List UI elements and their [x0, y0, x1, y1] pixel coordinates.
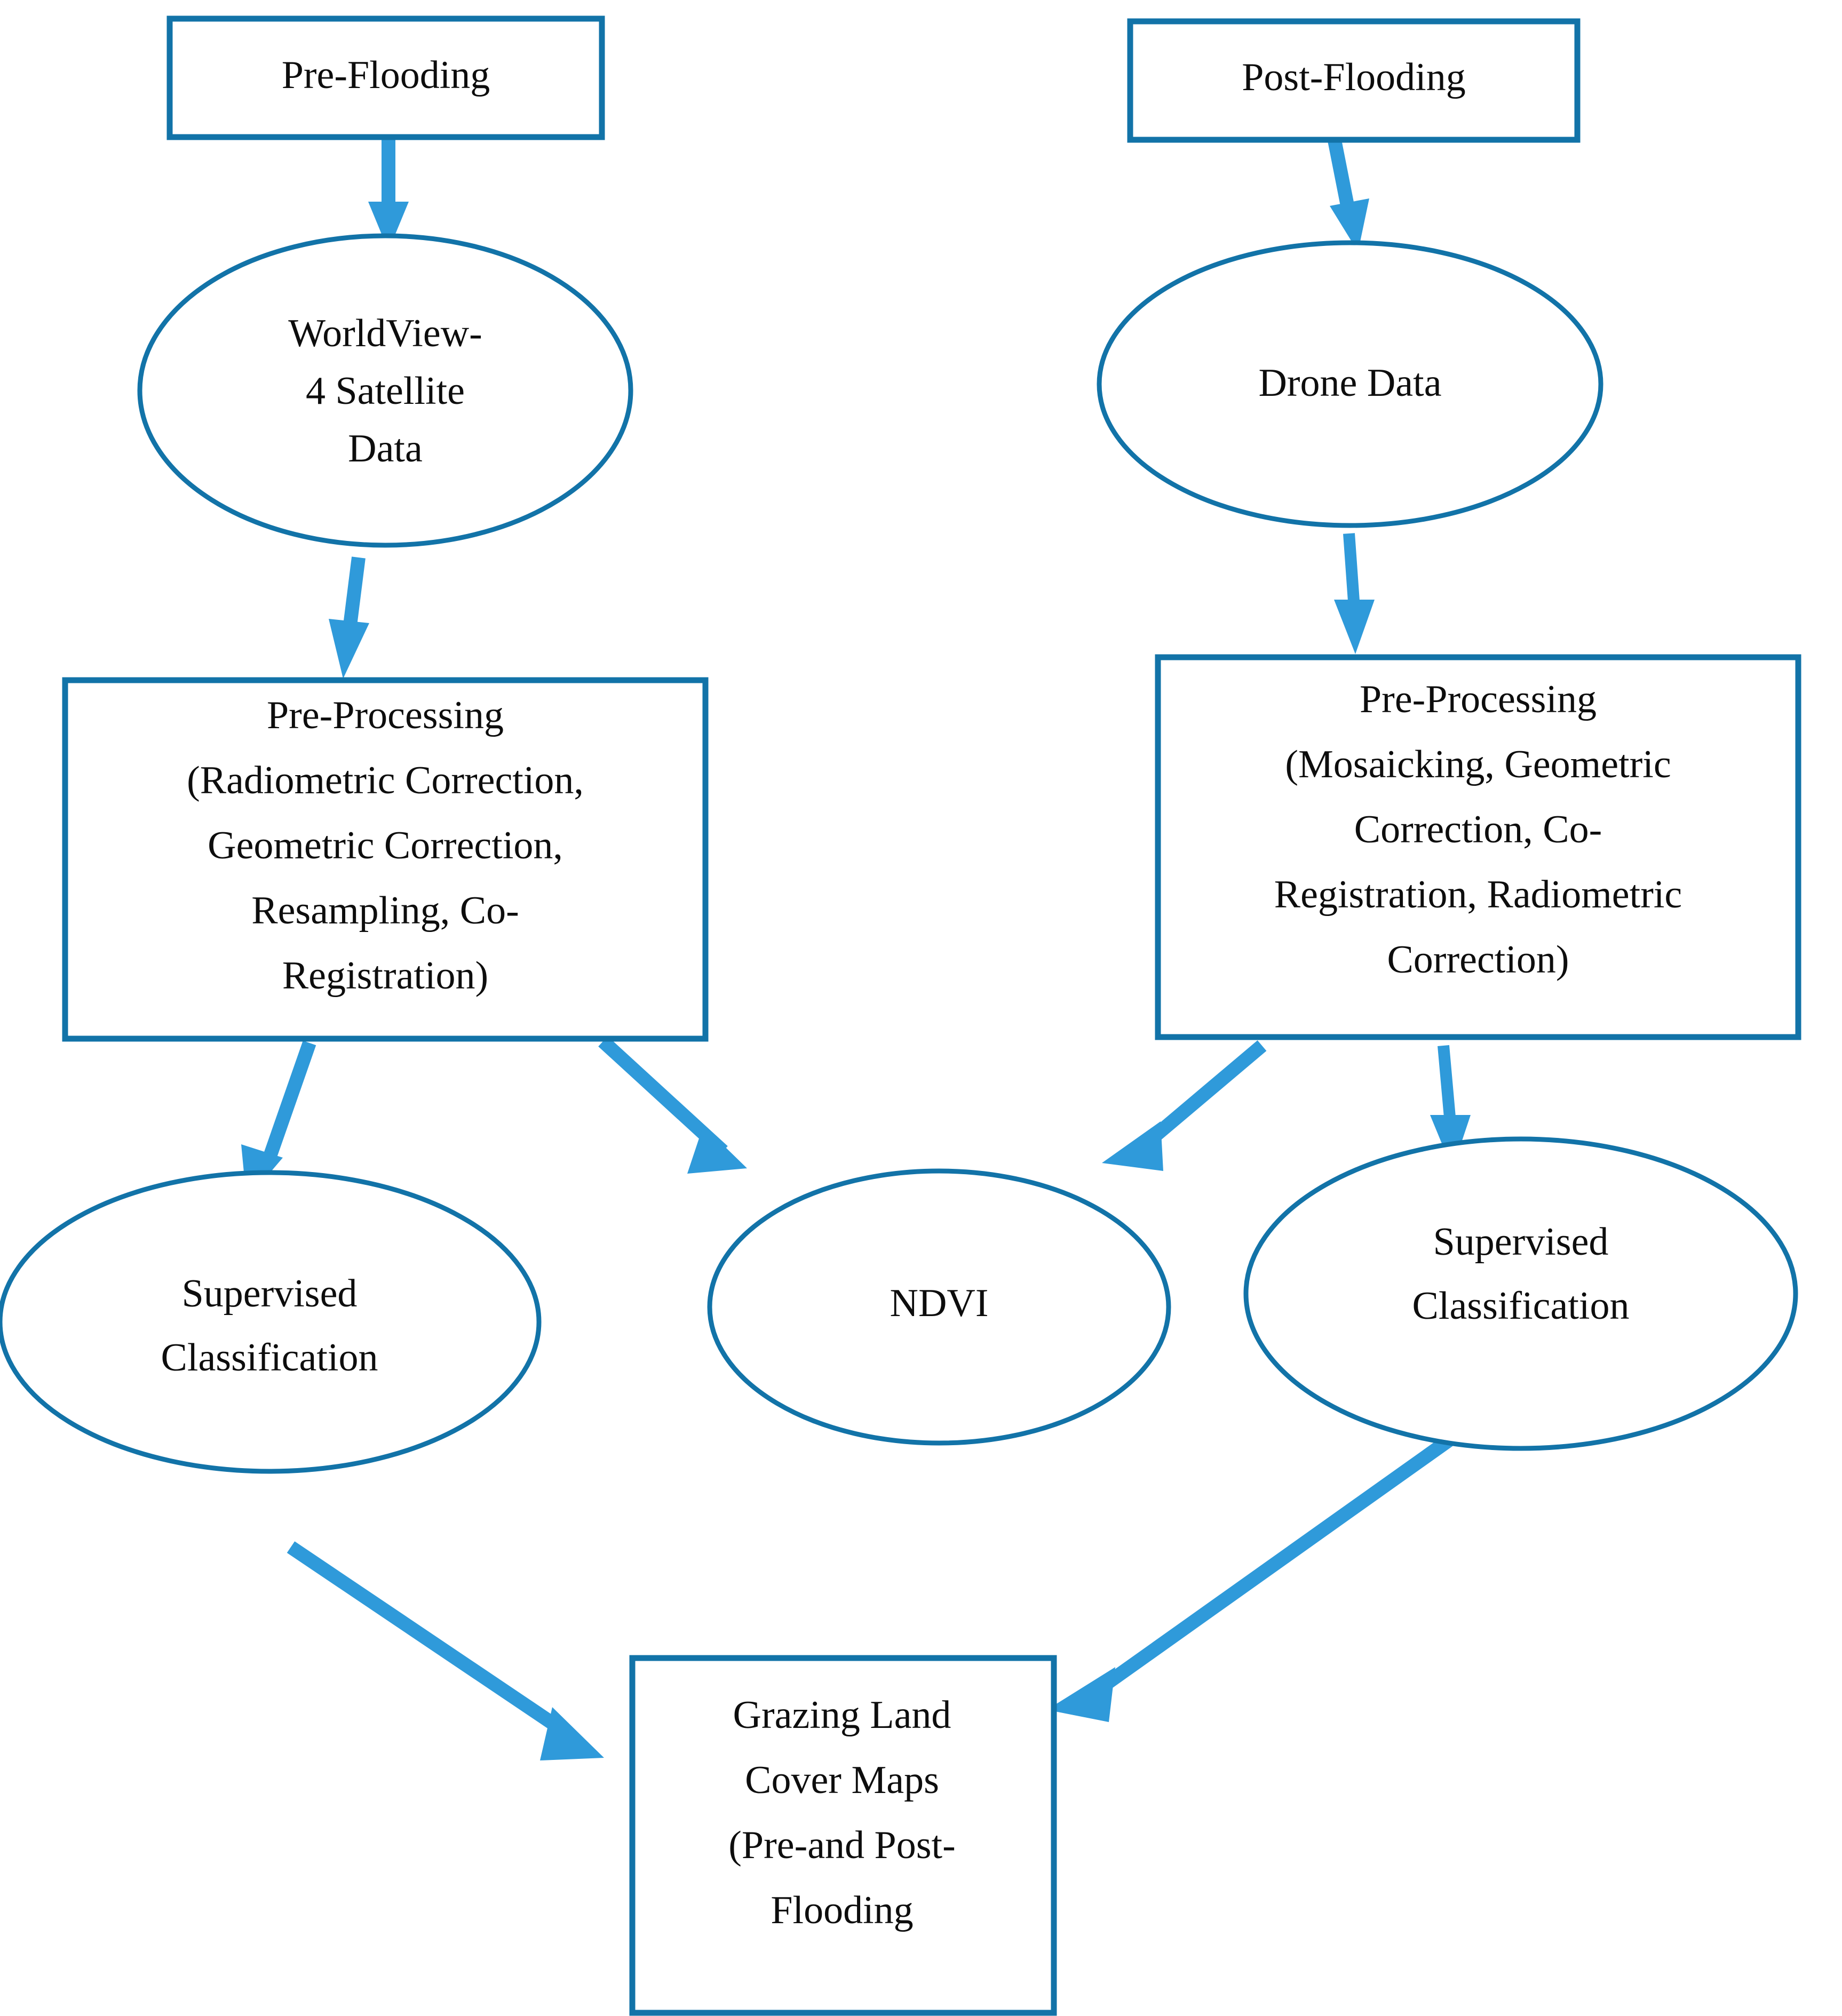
node-supervised-right-line-2: Classification: [1412, 1284, 1630, 1328]
node-supervised-left-line-2: Classification: [161, 1336, 378, 1380]
node-grazing-maps-line-3: (Pre-and Post-: [728, 1823, 955, 1867]
node-post-flooding-label: Post-Flooding: [1242, 55, 1465, 99]
arrow-worldview-to-preprocessing-satellite: [329, 556, 369, 679]
arrow-drone-to-preprocessing-drone: [1334, 533, 1375, 654]
node-ndvi-label: NDVI: [890, 1281, 989, 1325]
node-preprocessing-drone-line-2: (Mosaicking, Geometric: [1285, 743, 1671, 786]
node-pre-flooding[interactable]: Pre-Flooding: [166, 15, 605, 140]
node-post-flooding[interactable]: Post-Flooding: [1127, 18, 1581, 143]
node-preprocessing-satellite-line-5: Registration): [282, 954, 488, 998]
node-worldview-line-2: 4 Satellite: [306, 369, 465, 413]
node-drone-data-label: Drone Data: [1258, 361, 1441, 405]
node-worldview-line-3: Data: [348, 427, 423, 471]
node-grazing-maps-line-4: Flooding: [771, 1888, 913, 1932]
node-drone-data[interactable]: Drone Data: [1097, 240, 1603, 528]
node-supervised-classification-left[interactable]: Supervised Classification: [0, 1170, 542, 1474]
node-supervised-left-line-1: Supervised: [182, 1272, 358, 1316]
node-preprocessing-satellite-line-2: (Radiometric Correction,: [187, 759, 584, 802]
node-preprocessing-drone[interactable]: Pre-Processing (Mosaicking, Geometric Co…: [1155, 654, 1801, 1040]
node-grazing-maps-line-2: Cover Maps: [745, 1758, 939, 1802]
node-preprocessing-satellite-line-3: Geometric Correction,: [208, 824, 563, 867]
node-grazing-maps-line-1: Grazing Land: [733, 1693, 951, 1737]
node-preprocessing-drone-line-4: Registration, Radiometric: [1274, 873, 1682, 917]
arrow-preprocessing-satellite-to-ndvi: [598, 1036, 747, 1174]
node-supervised-classification-right[interactable]: Supervised Classification: [1243, 1136, 1798, 1451]
arrow-pre-flooding-to-worldview: [368, 140, 409, 251]
node-preprocessing-drone-line-3: Correction, Co-: [1354, 808, 1602, 851]
node-worldview-line-1: WorldView-: [288, 312, 482, 355]
node-preprocessing-satellite[interactable]: Pre-Processing (Radiometric Correction, …: [62, 677, 709, 1042]
node-preprocessing-drone-line-1: Pre-Processing: [1360, 678, 1597, 721]
node-preprocessing-satellite-line-4: Resampling, Co-: [251, 889, 519, 933]
node-pre-flooding-label: Pre-Flooding: [282, 53, 490, 97]
node-worldview-satellite-data[interactable]: WorldView- 4 Satellite Data: [137, 233, 633, 548]
arrow-supervised-left-to-grazing-maps: [287, 1541, 604, 1760]
node-supervised-right-line-1: Supervised: [1433, 1220, 1609, 1264]
node-ndvi[interactable]: NDVI: [707, 1168, 1171, 1446]
node-preprocessing-drone-line-5: Correction): [1387, 938, 1569, 982]
arrow-post-flooding-to-drone: [1327, 136, 1369, 252]
node-grazing-land-cover-maps[interactable]: Grazing Land Cover Maps (Pre-and Post- F…: [629, 1655, 1057, 2016]
arrow-supervised-right-to-grazing-maps: [1047, 1435, 1453, 1722]
arrow-preprocessing-drone-to-ndvi: [1102, 1040, 1267, 1171]
node-preprocessing-satellite-line-1: Pre-Processing: [267, 694, 504, 737]
